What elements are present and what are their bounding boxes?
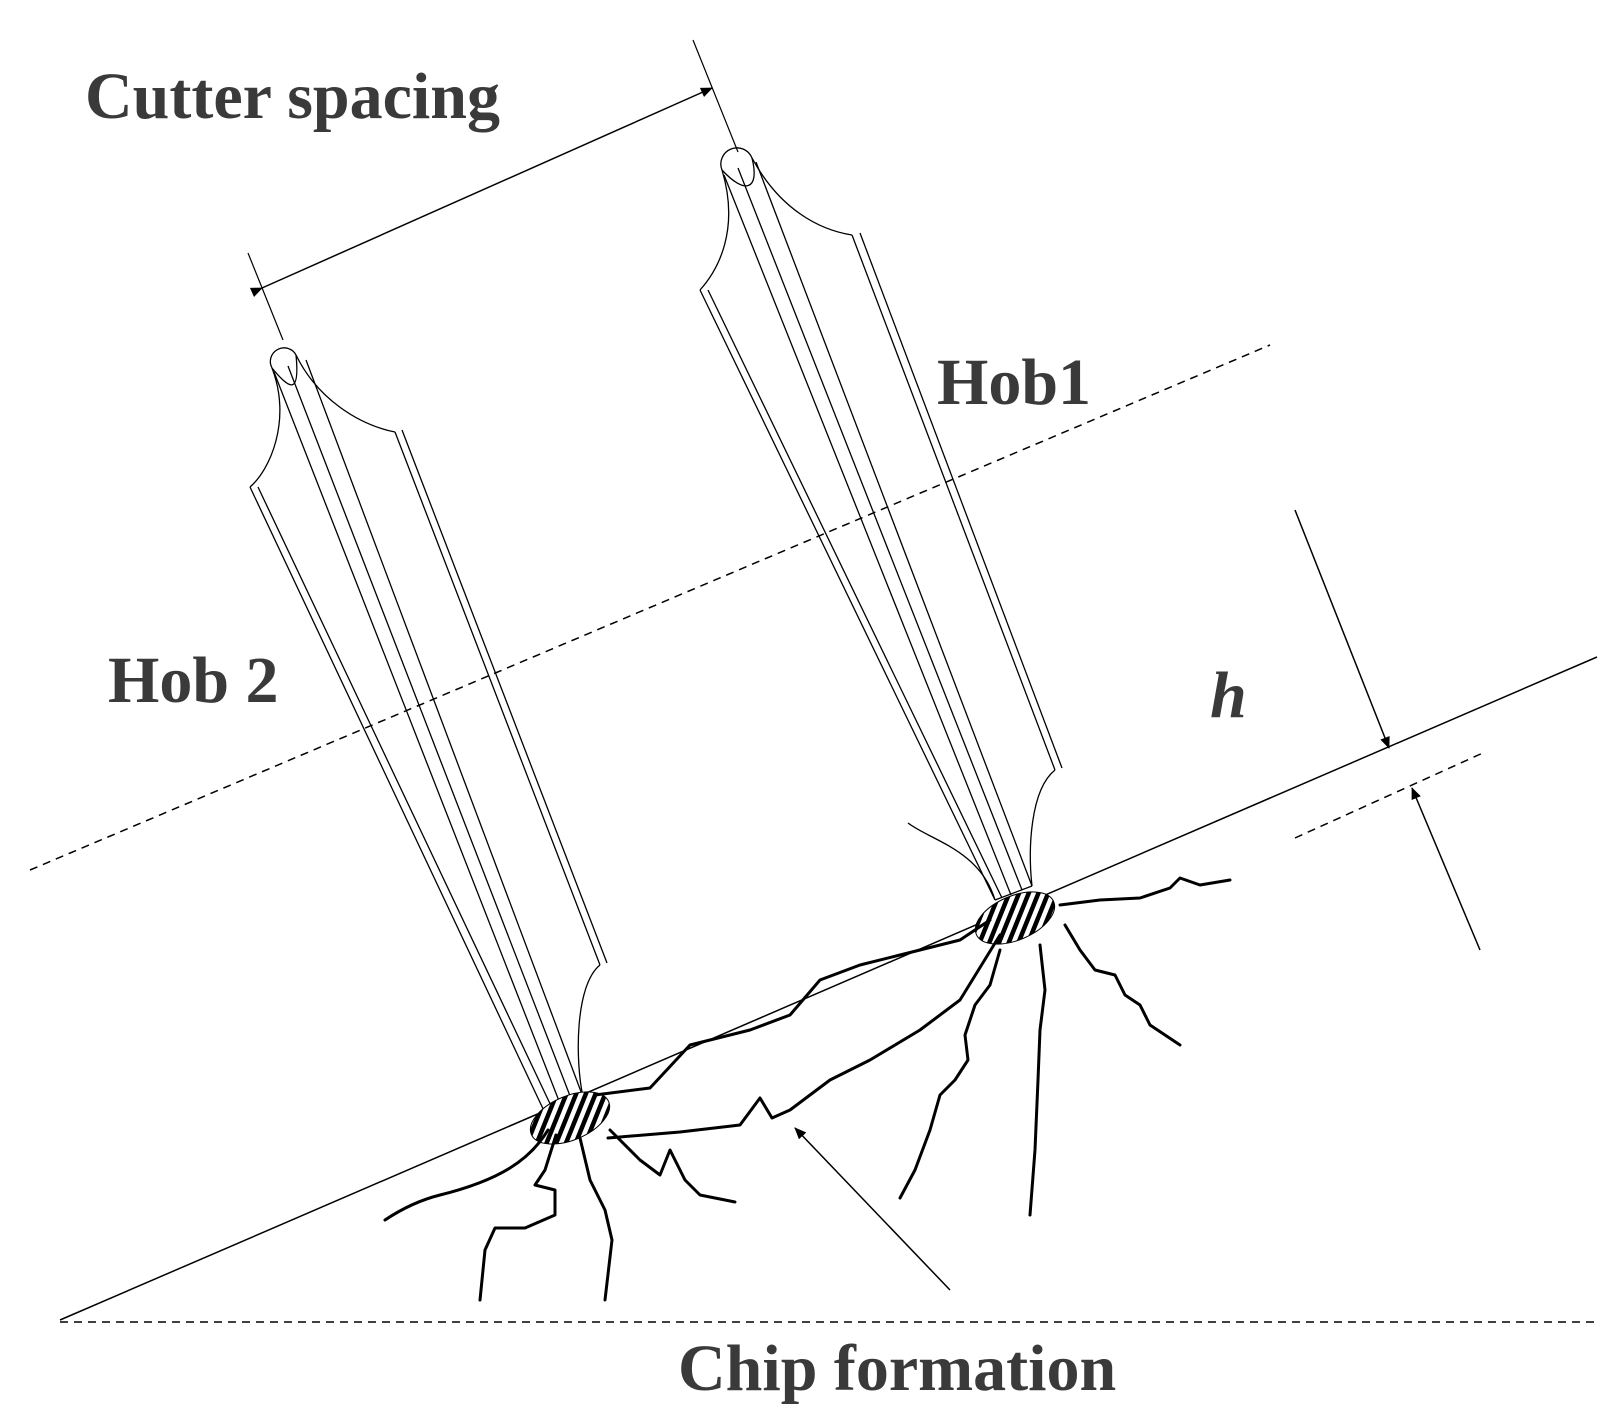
h-arrow-top xyxy=(1294,509,1390,749)
chip-formation-pointer xyxy=(794,1127,951,1291)
rock-surface-line xyxy=(59,656,1598,1321)
spacing-extension-left xyxy=(247,252,284,341)
crack-network xyxy=(383,876,1232,1302)
hob1-cutter xyxy=(699,147,1063,901)
hob2-cutter xyxy=(249,347,608,1114)
hob1-label: Hob1 xyxy=(937,346,1091,419)
depth-line-dashed xyxy=(1294,751,1486,839)
h-label: h xyxy=(1210,659,1247,732)
cutter-spacing-arrow xyxy=(249,87,713,298)
spacing-extension-right xyxy=(692,39,739,153)
cutter-spacing-label: Cutter spacing xyxy=(85,60,500,133)
crushed-zone-hob1 xyxy=(974,891,1056,945)
reference-line-dashed xyxy=(29,344,1271,871)
hob2-label: Hob 2 xyxy=(108,644,279,717)
chip-formation-label: Chip formation xyxy=(678,1332,1116,1405)
h-arrow-bottom xyxy=(1411,787,1481,951)
